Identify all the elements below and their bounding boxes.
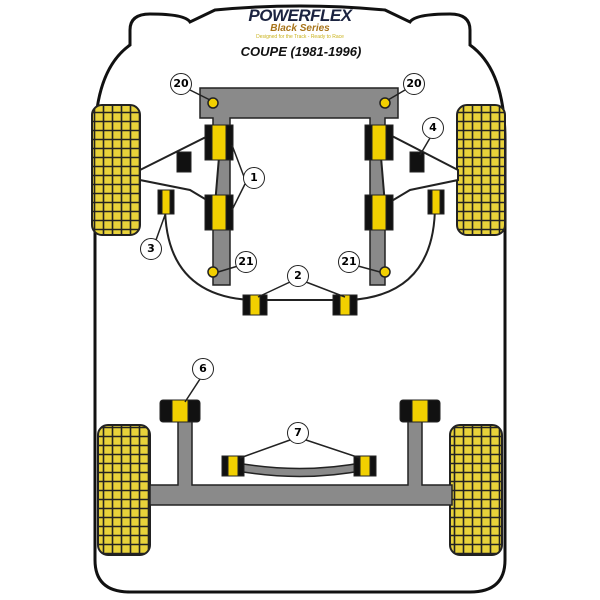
front-subframe [199,87,399,286]
front-anti-roll-bar [164,204,436,301]
callout-21-right: 21 [338,251,360,273]
leader-lines [155,89,431,459]
wheel-rear-left [97,424,151,556]
callout-6: 6 [192,358,214,380]
callout-1: 1 [243,167,265,189]
bushes [157,124,445,316]
callout-4: 4 [422,117,444,139]
wheel-front-left [91,104,141,236]
wheel-rear-right [449,424,503,556]
logo-series: Black Series [270,23,330,34]
callout-20-right: 20 [403,73,425,95]
powerflex-logo: POWERFLEX Black Series Designed for the … [238,6,362,40]
callout-2: 2 [287,265,309,287]
callout-3: 3 [140,238,162,260]
logo-brand: POWERFLEX [248,6,352,25]
page-title: COUPE (1981-1996) [240,44,362,59]
wheel-front-right [456,104,506,236]
logo-tagline: Designed for the Track - Ready to Race [256,34,344,40]
callout-20-left: 20 [170,73,192,95]
callout-21-left: 21 [235,251,257,273]
callout-7: 7 [287,422,309,444]
rear-bushes [159,399,441,477]
